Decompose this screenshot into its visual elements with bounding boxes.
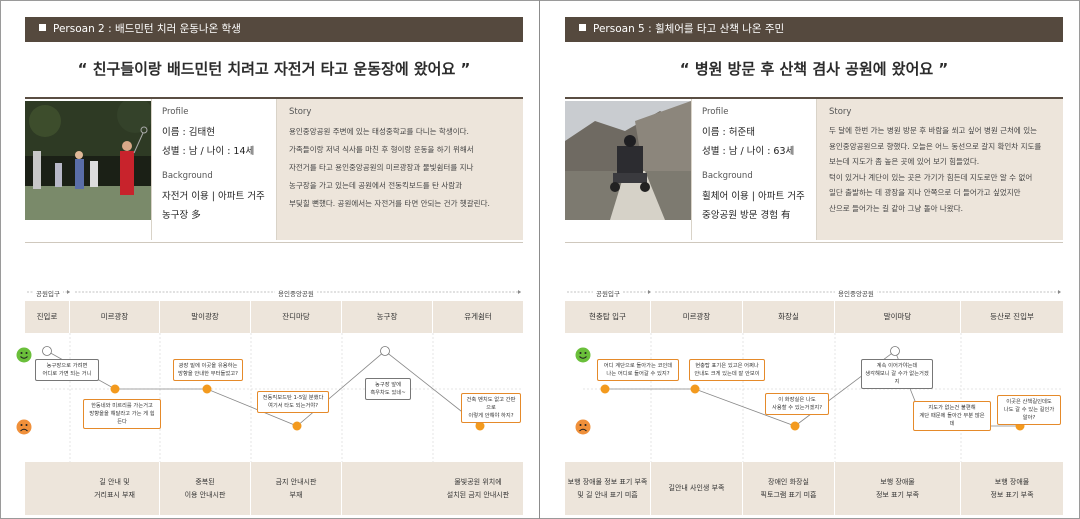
profile-name: 이름 : 김태현 xyxy=(162,127,215,138)
zone-brackets xyxy=(27,290,521,294)
background-line-2: 중앙공원 방문 경험 有 xyxy=(702,210,791,221)
pain-point-4: 보행 장애물 정보 표기 부족 xyxy=(835,462,961,515)
stage-5: 농구장 xyxy=(342,301,433,333)
journey-map: 공원입구 용인중앙공원 현충탑 입구 미르광장 화장실 말이마당 등산로 진입부 xyxy=(565,285,1063,515)
emotion-bubble-4: 계속 이어가야는데 생각해보니 갈 수가 없는거겠지 xyxy=(861,359,933,389)
sad-face-icon xyxy=(16,419,32,435)
pain-point-2: 길안내 사인생 부족 xyxy=(651,462,743,515)
zone-label-entrance: 공원입구 xyxy=(33,288,63,298)
profile-label: Profile xyxy=(162,107,189,117)
emotion-bubble-6: 건축 벤치도 없고 간판으로 이렇게 안해야 하지? xyxy=(461,393,521,423)
persona-quote: “ 병원 방문 후 산책 겸사 공원에 왔어요 ” xyxy=(679,60,949,78)
stage-4: 잔디마당 xyxy=(251,301,342,333)
profile-gender-age: 성별 : 남 / 나이 : 63세 xyxy=(702,146,795,157)
persona-panel-5: Persoan 5 : 휠체어를 타고 산책 나온 주민 “ 병원 방문 후 산… xyxy=(540,0,1079,519)
persona-info: Profile 이름 : 김태현 성별 : 남 / 나이 : 14세 Backg… xyxy=(25,97,523,243)
stage-3: 말이광장 xyxy=(160,301,251,333)
background-line-1: 휠체어 이용 | 아파트 거주 xyxy=(702,191,805,202)
stage-5: 등산로 진입부 xyxy=(990,312,1034,321)
zone-label-park: 용인중앙공원 xyxy=(835,288,877,298)
persona-photo-wheelchair xyxy=(565,101,691,220)
persona-header: Persoan 2 : 배드민턴 치러 운동나온 학생 xyxy=(25,17,523,42)
stage-1: 현충탑 입구 xyxy=(565,301,651,333)
profile-box: Profile 이름 : 허준태 성별 : 남 / 나이 : 63세 Backg… xyxy=(691,99,817,240)
emotion-bubble-2: 현충탑 표기은 있고은 어쩌나 안내도 크게 있는데 잘 안보이 xyxy=(689,359,765,381)
persona-quote: “ 친구들이랑 배드민턴 치려고 자전거 타고 운동장에 왔어요 ” xyxy=(77,60,471,78)
background-line-2: 농구장 多 xyxy=(162,210,201,221)
background-label: Background xyxy=(702,171,753,181)
panel-divider xyxy=(539,0,540,519)
profile-name: 이름 : 허준태 xyxy=(702,127,755,138)
story-box: Story 용인중앙공원 주변에 있는 태성중학교를 다니는 학생이다. 가족들… xyxy=(277,99,523,240)
pain-point-4: 물빛공원 위치에 설치된 금지 안내시판 xyxy=(446,477,510,499)
persona-panel-2: Persoan 2 : 배드민턴 치러 운동나온 학생 “ 친구들이랑 배드민턴… xyxy=(0,0,539,519)
persona-header-text: Persoan 5 : 휠체어를 타고 산책 나온 주민 xyxy=(593,23,785,35)
profile-label: Profile xyxy=(702,107,729,117)
happy-face-icon xyxy=(575,347,591,363)
happy-face-icon xyxy=(16,347,32,363)
square-icon xyxy=(579,24,586,31)
emotion-bubble-3: 광장 밑에 이곳을 유용하는 방향을 안내한 부터들었고? xyxy=(173,359,243,381)
stage-3: 화장실 xyxy=(743,301,835,333)
emotion-bubble-5: 농구장 앞에 흑우차도 있네~ xyxy=(365,378,411,400)
profile-gender-age: 성별 : 남 / 나이 : 14세 xyxy=(162,146,255,157)
sad-face-icon xyxy=(575,419,591,435)
pain-point-2: 중복된 이용 안내시판 xyxy=(160,462,251,515)
story-box: Story 두 달에 한번 가는 병원 방문 후 바람을 쐬고 싶어 병원 근처… xyxy=(817,99,1063,240)
emotion-curve xyxy=(42,333,523,462)
story-label: Story xyxy=(289,107,312,117)
emotion-bubble-6: 지도가 없는건 불편해 계단 때문에 돌아간 부분 많은데 xyxy=(913,401,991,431)
pain-point-1: 길 안내 및 거리표시 부재 xyxy=(70,462,160,515)
stage-1: 진입로 xyxy=(25,301,70,333)
story-text: 두 달에 한번 가는 병원 방문 후 바람을 쐬고 싶어 병원 근처에 있는 용… xyxy=(829,126,1042,213)
stage-2: 미르광장 xyxy=(651,301,743,333)
emotion-bubble-5: 이곳은 산책길인데도 나도 갈 수 있는 길인가 알아? xyxy=(997,395,1061,425)
background-label: Background xyxy=(162,171,213,181)
emotion-bubble-1: 어디 계단으로 돌아가는 코인데 나는 어디로 들어갈 수 있지? xyxy=(597,359,679,381)
stage-row: 진입로 미르광장 말이광장 잔디마당 농구장 유게쉼터 xyxy=(25,301,523,333)
background-line-1: 자전거 이용 | 아파트 거주 xyxy=(162,191,265,202)
stage-2: 미르광장 xyxy=(70,301,160,333)
pain-point-1: 보행 장애물 정보 표기 부족 및 길 안내 표기 미흡 xyxy=(565,462,651,515)
stage-row: 현충탑 입구 미르광장 화장실 말이마당 등산로 진입부 xyxy=(565,301,1063,333)
pain-point-3: 금지 안내시판 부재 xyxy=(251,462,342,515)
zone-brackets xyxy=(567,290,1061,294)
emotion-bubble-4: 전동킥보드탄 1-5일 분했다 여기서 타도 되는거야? xyxy=(257,391,329,413)
emotion-bubble-2: 한동네와 미르리를 가는거고 방향을을 해달라고 가는 게 힘든다 xyxy=(83,399,161,429)
square-icon xyxy=(39,24,46,31)
persona-photo-badminton xyxy=(25,101,151,220)
persona-info: Profile 이름 : 허준태 성별 : 남 / 나이 : 63세 Backg… xyxy=(565,97,1063,243)
pain-point-5: 보행 장애물 정보 표기 부족 xyxy=(990,477,1034,499)
stage-4: 말이마당 xyxy=(835,301,961,333)
emotion-bubble-1: 농구장으로 가려면 어디로 가면 되는 거니 xyxy=(35,359,99,381)
journey-map: 공원입구 용인중앙공원 진입로 미르광장 말이광장 잔디마당 농구장 유게쉼터 xyxy=(16,285,523,515)
pain-point-row: 보행 장애물 정보 표기 부족 및 길 안내 표기 미흡 길안내 사인생 부족 … xyxy=(565,462,1063,515)
story-label: Story xyxy=(829,107,852,117)
pain-point-row: 길 안내 및 거리표시 부재 중복된 이용 안내시판 금지 안내시판 부재 물빛… xyxy=(25,462,523,515)
zone-label-park: 용인중앙공원 xyxy=(275,288,317,298)
zone-label-entrance: 공원입구 xyxy=(593,288,623,298)
stage-6: 유게쉼터 xyxy=(464,312,492,321)
profile-box: Profile 이름 : 김태현 성별 : 남 / 나이 : 14세 Backg… xyxy=(151,99,277,240)
persona-header-text: Persoan 2 : 배드민턴 치러 운동나온 학생 xyxy=(53,23,241,35)
emotion-bubble-3: 이 화장실은 나도 사용할 수 있는거겠지? xyxy=(765,393,829,415)
story-text: 용인중앙공원 주변에 있는 태성중학교를 다니는 학생이다. 가족들이랑 저녁 … xyxy=(289,127,490,208)
persona-header: Persoan 5 : 휠체어를 타고 산책 나온 주민 xyxy=(565,17,1063,42)
pain-point-3: 장애인 화장실 픽토그램 표기 미흡 xyxy=(743,462,835,515)
